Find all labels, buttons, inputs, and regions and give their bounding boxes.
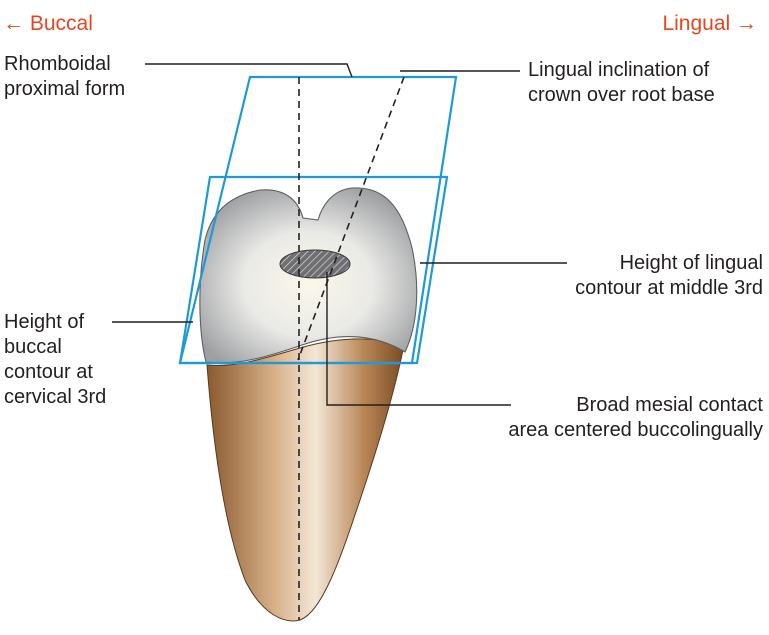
buccal-direction-label: ← Buccal <box>3 12 93 36</box>
buccal-height-label: Height of buccal contour at cervical 3rd <box>4 310 106 410</box>
lingual-inclination-line1: Lingual inclination of <box>528 58 715 83</box>
mesial-contact-line2: area centered buccolingually <box>508 418 763 443</box>
lingual-inclination-line2: crown over root base <box>528 83 715 108</box>
lingual-height-line2: contour at middle 3rd <box>575 276 763 301</box>
root <box>207 339 404 621</box>
lingual-height-line1: Height of lingual <box>575 251 763 276</box>
lingual-direction-label: Lingual → <box>662 12 757 36</box>
mesial-contact-area <box>280 250 350 278</box>
mesial-contact-label: Broad mesial contact area centered bucco… <box>508 393 763 443</box>
buccal-height-line3: contour at <box>4 360 106 385</box>
rhomboidal-label-line2: proximal form <box>4 77 125 102</box>
rhomboidal-leader <box>145 64 352 77</box>
rhomboidal-label: Rhomboidal proximal form <box>4 52 125 102</box>
rhomboidal-label-line1: Rhomboidal <box>4 52 125 77</box>
buccal-height-line1: Height of <box>4 310 106 335</box>
mesial-contact-line1: Broad mesial contact <box>508 393 763 418</box>
buccal-height-line2: buccal <box>4 335 106 360</box>
buccal-height-line4: cervical 3rd <box>4 385 106 410</box>
lingual-inclination-label: Lingual inclination of crown over root b… <box>528 58 715 108</box>
lingual-height-label: Height of lingual contour at middle 3rd <box>575 251 763 301</box>
